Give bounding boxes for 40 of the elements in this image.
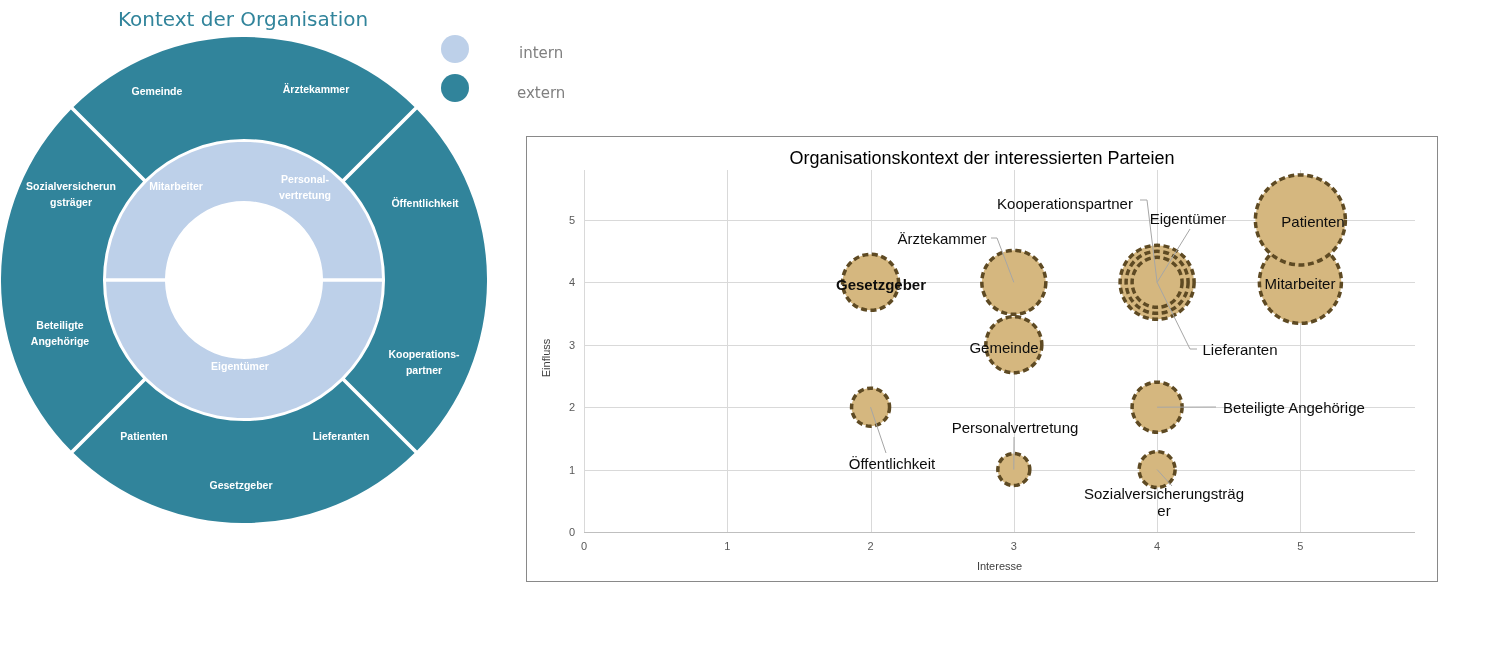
legend-label: extern: [517, 84, 566, 102]
tick-label: 4: [568, 275, 575, 289]
data-label: Kooperationspartner: [997, 194, 1133, 212]
data-label: Eigentümer: [1149, 209, 1227, 227]
tick-label: 2: [568, 400, 575, 414]
stakeholder-label: Mitarbeiter: [149, 179, 203, 194]
stakeholder-label: Eigentümer: [211, 359, 269, 374]
data-label: Patienten: [1281, 212, 1345, 230]
tick-label: 3: [1010, 539, 1017, 553]
stakeholder-label: Beteiligte Angehörige: [30, 318, 90, 349]
tick-label: 3: [568, 338, 575, 352]
stakeholder-label: Personal- vertretung: [279, 172, 331, 203]
tick-label: 4: [1154, 539, 1161, 553]
data-label: Öffentlichkeit: [848, 454, 936, 472]
stakeholder-label: Ärztekammer: [282, 82, 350, 97]
tick-label: 1: [568, 463, 575, 477]
data-label: Sozialversicherungsträg er: [1083, 485, 1245, 519]
tick-label: 2: [867, 539, 874, 553]
stakeholder-label: Öffentlichkeit: [391, 196, 459, 211]
data-label: Personalvertretung: [951, 418, 1079, 436]
stakeholder-label: Gemeinde: [131, 84, 183, 99]
legend-label: intern: [519, 44, 564, 62]
chart-title: Organisationskontext der interessierten Parteien: [789, 147, 1175, 169]
stakeholder-label: Kooperations- partner: [388, 347, 460, 378]
stakeholder-label: Patienten: [120, 429, 168, 444]
diagram-title: Kontext der Organisation: [117, 7, 369, 31]
axis-title: Einfluss: [539, 338, 553, 378]
data-label: Ärztekammer: [897, 229, 987, 247]
data-label: Mitarbeiter: [1264, 274, 1336, 292]
tick-label: 0: [580, 539, 588, 553]
stakeholder-label: Sozialversicherun gsträger: [26, 179, 116, 210]
axis-title: Interesse: [976, 559, 1023, 573]
stakeholder-label: Lieferanten: [312, 429, 370, 444]
tick-label: 1: [724, 539, 731, 553]
tick-label: 5: [1297, 539, 1304, 553]
data-label: Beteiligte Angehörige: [1223, 398, 1365, 416]
tick-label: 5: [568, 213, 575, 227]
tick-label: 0: [568, 525, 575, 539]
data-label: Lieferanten: [1202, 340, 1278, 358]
stakeholder-label: Gesetzgeber: [209, 478, 273, 493]
